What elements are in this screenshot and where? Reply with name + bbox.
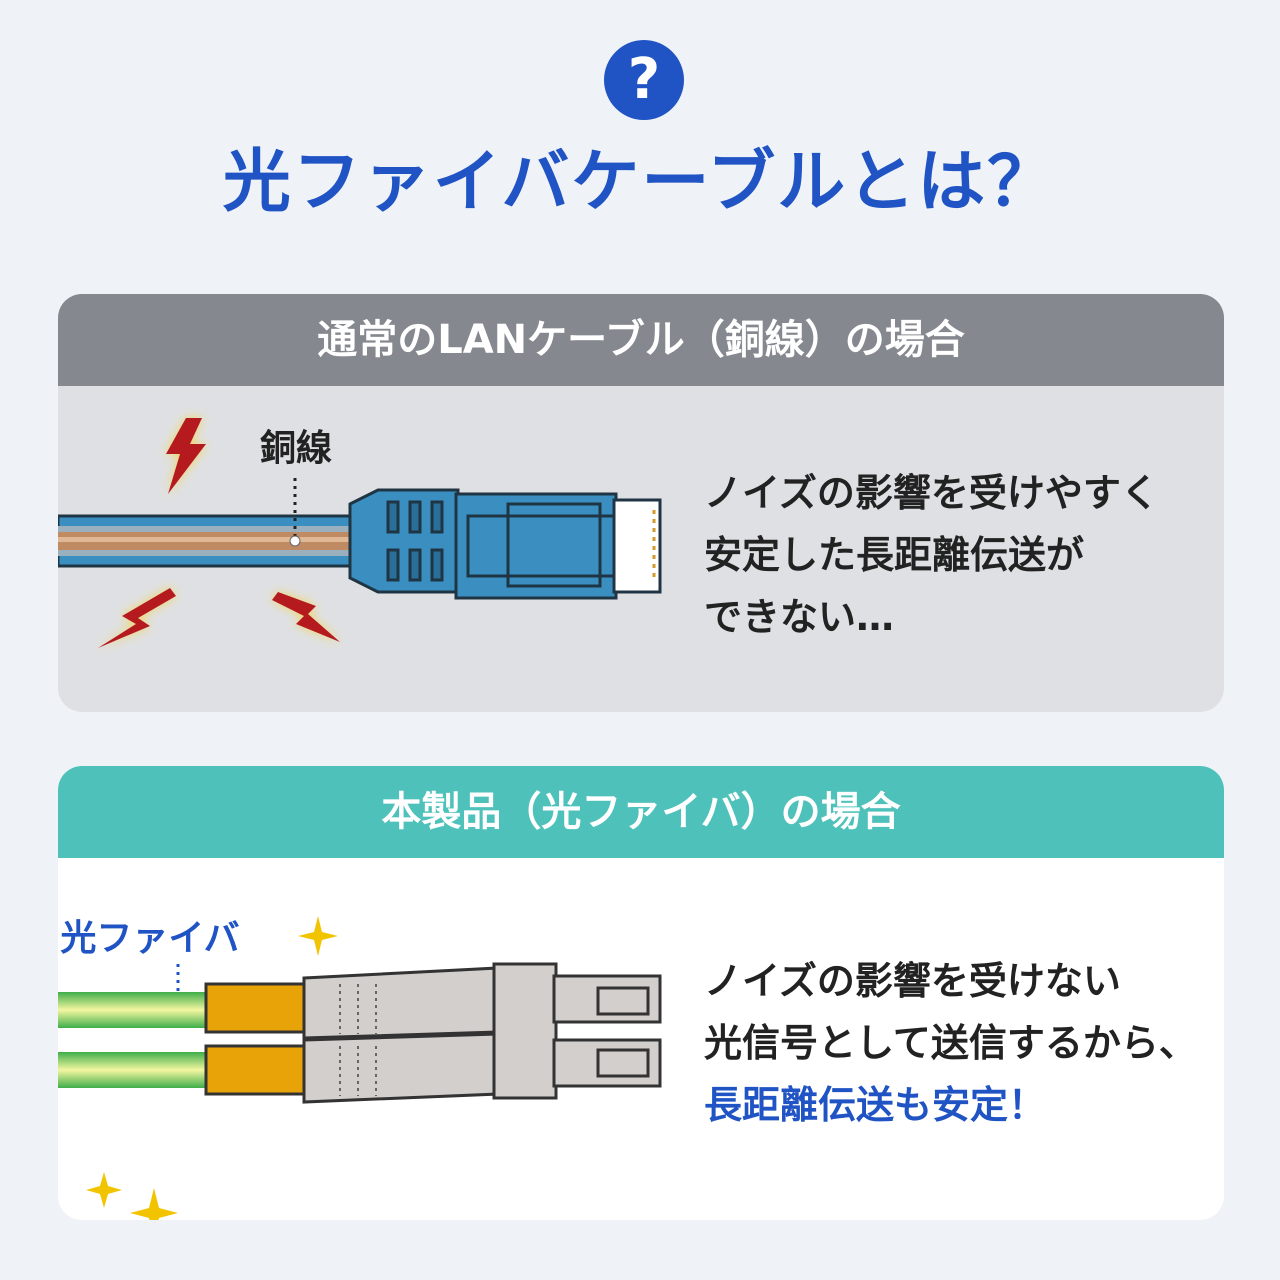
fiber-panel-header: 本製品（光ファイバ）の場合: [58, 766, 1224, 858]
lightning-bolt-icon: [272, 592, 340, 642]
lan-panel-header: 通常のLANケーブル（銅線）の場合: [58, 294, 1224, 386]
copper-wire-label: 銅線: [260, 427, 332, 469]
fiber-cable: [58, 992, 210, 1088]
fiber-cable-illustration: 光ファイバ: [58, 916, 662, 1220]
lightning-bolt-icon: [166, 418, 206, 494]
lightning-bolt-icon: [98, 588, 176, 648]
lc-connector: [302, 962, 662, 1104]
lan-cable-illustration: 銅線: [58, 418, 662, 648]
copper-cable: [58, 514, 360, 568]
lc-boot: [204, 982, 308, 1096]
sparkle-icon: [86, 1172, 122, 1208]
question-icon: ?: [604, 40, 684, 120]
lan-description: ノイズの影響を受けやすく 安定した長距離伝送が できない…: [704, 471, 1159, 639]
fiber-wire-label: 光ファイバ: [60, 918, 239, 959]
lan-cable-panel: 通常のLANケーブル（銅線）の場合 銅線: [58, 294, 1224, 712]
fiber-cable-panel: 本製品（光ファイバ）の場合 光ファイバ: [58, 766, 1224, 1220]
rj45-connector: [348, 488, 662, 600]
page-title: 光ファイバケーブルとは？: [222, 143, 1058, 222]
fiber-description: ノイズの影響を受けない 光信号として送信するから、 長距離伝送も安定！: [704, 959, 1197, 1127]
sparkle-icon: [298, 916, 338, 956]
sparkle-icon: [130, 1188, 178, 1220]
